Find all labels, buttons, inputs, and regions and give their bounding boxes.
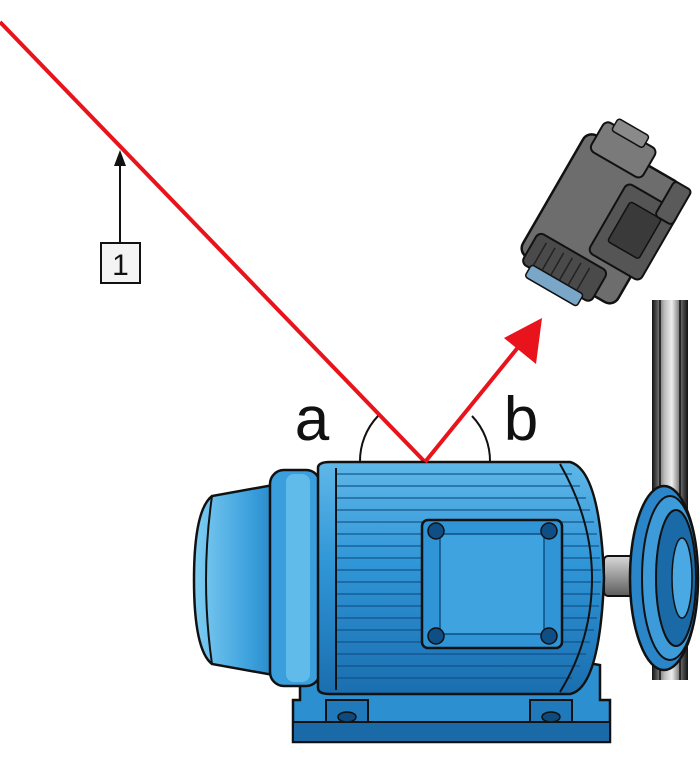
angle-a-label: a xyxy=(295,385,330,454)
callout-1: 1 xyxy=(100,150,141,284)
thermal-camera xyxy=(520,118,692,307)
incident-ray xyxy=(0,20,427,464)
terminal-box xyxy=(420,518,564,650)
reflected-ray-arrow xyxy=(423,318,542,464)
motor-end-cap xyxy=(192,468,322,688)
callout-number: 1 xyxy=(112,249,129,282)
angle-arcs xyxy=(358,415,492,463)
pulley-wheel xyxy=(628,484,700,672)
angle-b-label: b xyxy=(504,385,538,454)
